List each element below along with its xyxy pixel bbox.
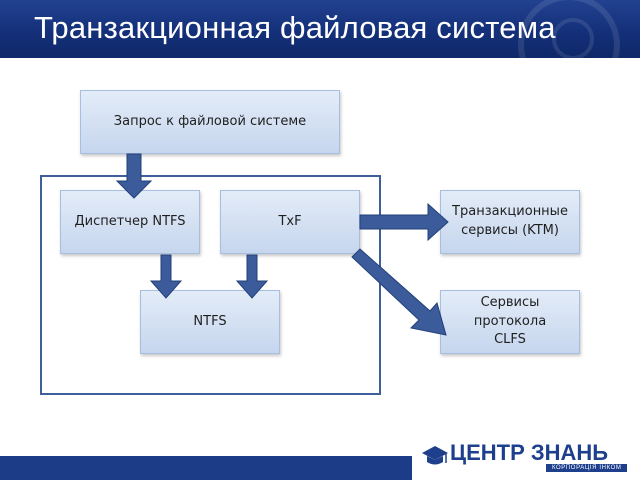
slide-title: Транзакционная файловая система (34, 10, 556, 45)
txf-box: TxF (220, 190, 360, 254)
ktm-label: Транзакционные сервисы (KTM) (452, 204, 568, 238)
graduation-cap-icon (422, 446, 448, 465)
arrow-txf-to-ktm (359, 202, 449, 242)
logo-name: ЦЕНТР ЗНАНЬ (450, 440, 609, 465)
txf-label: TxF (278, 213, 302, 229)
arrow-txf-to-ntfs (235, 254, 269, 299)
title-banner: Транзакционная файловая система (0, 0, 640, 58)
clfs-label: Сервисы протокола CLFS (473, 294, 547, 348)
ntfs-dispatcher-box: Диспетчер NTFS (60, 190, 200, 254)
logo-subtitle: КОРПОРАЦІЯ ІНКОМ (546, 464, 628, 472)
decorative-circle (518, 0, 620, 58)
clfs-box: Сервисы протокола CLFS (440, 290, 580, 354)
arrow-txf-to-clfs (351, 248, 447, 336)
ntfs-label: NTFS (193, 313, 227, 329)
ntfs-dispatcher-label: Диспетчер NTFS (74, 213, 186, 229)
request-box: Запрос к файловой системе (80, 90, 340, 154)
request-box-label: Запрос к файловой системе (113, 113, 307, 129)
ktm-box: Транзакционные сервисы (KTM) (440, 190, 580, 254)
footer-bar (0, 456, 412, 480)
arrow-request-to-dispatcher (115, 153, 153, 199)
arrow-dispatcher-to-ntfs (149, 254, 183, 299)
decorative-circle-small (552, 18, 594, 58)
ntfs-box: NTFS (140, 290, 280, 354)
company-logo: ЦЕНТР ЗНАНЬ КОРПОРАЦІЯ ІНКОМ (412, 437, 640, 480)
